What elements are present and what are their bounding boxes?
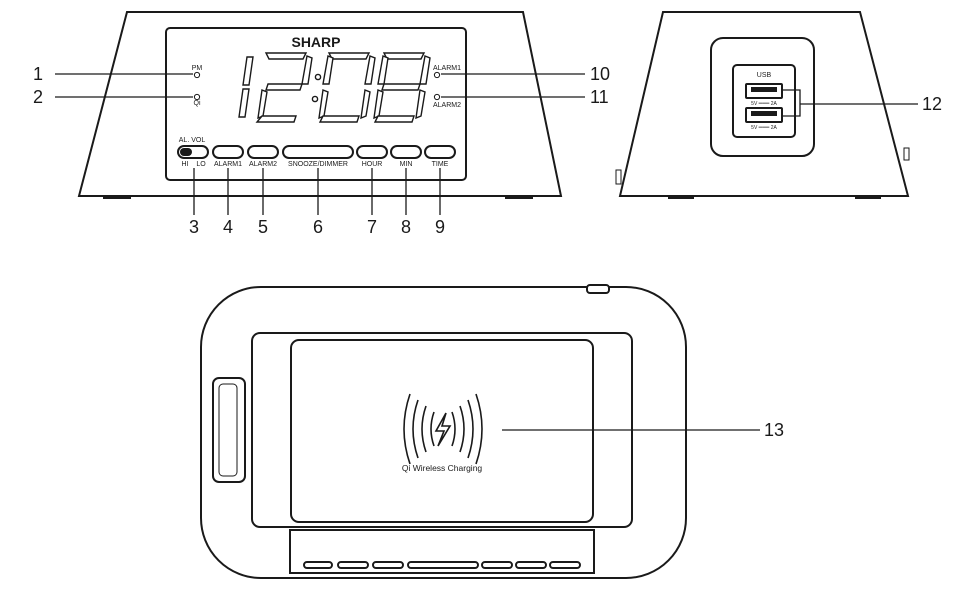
min-button[interactable] xyxy=(390,145,422,159)
callout-1: 1 xyxy=(33,64,43,84)
callout-9: 9 xyxy=(435,217,445,237)
front-foot-right xyxy=(505,196,533,199)
side-foot-right xyxy=(855,196,881,199)
callout-11: 11 xyxy=(590,87,609,107)
colon-lower xyxy=(311,95,319,103)
time-button[interactable] xyxy=(424,145,456,159)
alarm-volume-hi-label: HI xyxy=(182,161,189,168)
usb-label: USB xyxy=(757,72,772,79)
digit-1-upper xyxy=(242,56,254,86)
side-view: USB 5V ═══ 2A 5V ═══ 2A 12 xyxy=(615,11,942,199)
alarm2-indicator-label: ALARM2 xyxy=(433,102,461,109)
wireless-charging-icon xyxy=(403,393,483,465)
time-button-label: TIME xyxy=(432,161,449,168)
callout-13: 13 xyxy=(764,420,784,440)
alarm2-indicator-light xyxy=(433,93,441,101)
digit-4 xyxy=(373,52,431,123)
callout-12: 12 xyxy=(922,94,942,114)
alarm2-button[interactable] xyxy=(247,145,279,159)
side-handle-inner xyxy=(218,383,238,477)
side-edge-right xyxy=(903,147,910,161)
top-alarm1-button[interactable] xyxy=(337,561,369,569)
digit-1-lower xyxy=(238,88,250,118)
qi-indicator-label: Qi xyxy=(194,100,201,107)
top-switch[interactable] xyxy=(303,561,333,569)
alarm-volume-lo-label: LO xyxy=(196,161,206,168)
callout-5: 5 xyxy=(258,217,268,237)
callout-7: 7 xyxy=(367,217,377,237)
usb-port-2-slot xyxy=(751,111,777,116)
usb-port-1-slot xyxy=(751,87,777,92)
callout-4: 4 xyxy=(223,217,233,237)
callout-8: 8 xyxy=(401,217,411,237)
top-snooze-button[interactable] xyxy=(407,561,479,569)
digit-2 xyxy=(255,52,313,123)
top-edge-tab xyxy=(586,284,610,294)
usb-port-2-rating: 5V ═══ 2A xyxy=(751,125,777,131)
callout-6: 6 xyxy=(313,217,323,237)
callout-10: 10 xyxy=(590,64,610,84)
alarm1-button-label: ALARM1 xyxy=(214,161,242,168)
callout-2: 2 xyxy=(33,87,43,107)
qi-wireless-charging-label: Qi Wireless Charging xyxy=(402,463,483,473)
usb-bracket xyxy=(782,89,801,117)
display-panel xyxy=(165,27,467,181)
top-min-button[interactable] xyxy=(515,561,547,569)
digit-3 xyxy=(318,52,376,123)
alarm1-button[interactable] xyxy=(212,145,244,159)
brand-logo: SHARP xyxy=(291,34,340,50)
front-view: SHARP PM Qi ALARM1 ALARM2 xyxy=(33,11,610,237)
front-foot-left xyxy=(103,196,131,199)
alarm-volume-switch-knob[interactable] xyxy=(180,148,192,156)
top-hour-button[interactable] xyxy=(481,561,513,569)
snooze-dimmer-button[interactable] xyxy=(282,145,354,159)
top-alarm2-button[interactable] xyxy=(372,561,404,569)
side-edge-left xyxy=(615,169,622,185)
time-digits xyxy=(238,52,431,123)
top-view: Qi Wireless Charging 13 xyxy=(200,284,784,579)
hour-button-label: HOUR xyxy=(362,161,383,168)
top-time-button[interactable] xyxy=(549,561,581,569)
qi-indicator-light xyxy=(193,93,201,101)
pm-indicator-light xyxy=(193,71,201,79)
usb-port-1-rating: 5V ═══ 2A xyxy=(751,101,777,107)
min-button-label: MIN xyxy=(400,161,413,168)
snooze-dimmer-button-label: SNOOZE/DIMMER xyxy=(288,161,348,168)
hour-button[interactable] xyxy=(356,145,388,159)
side-handle xyxy=(212,377,246,483)
callout-3: 3 xyxy=(189,217,199,237)
colon-upper xyxy=(314,73,322,81)
alarm2-button-label: ALARM2 xyxy=(249,161,277,168)
alarm1-indicator-label: ALARM1 xyxy=(433,65,461,72)
pm-indicator-label: PM xyxy=(192,65,203,72)
side-foot-left xyxy=(668,196,694,199)
alarm1-indicator-light xyxy=(433,71,441,79)
alarm-volume-title: AL. VOL xyxy=(179,137,206,144)
